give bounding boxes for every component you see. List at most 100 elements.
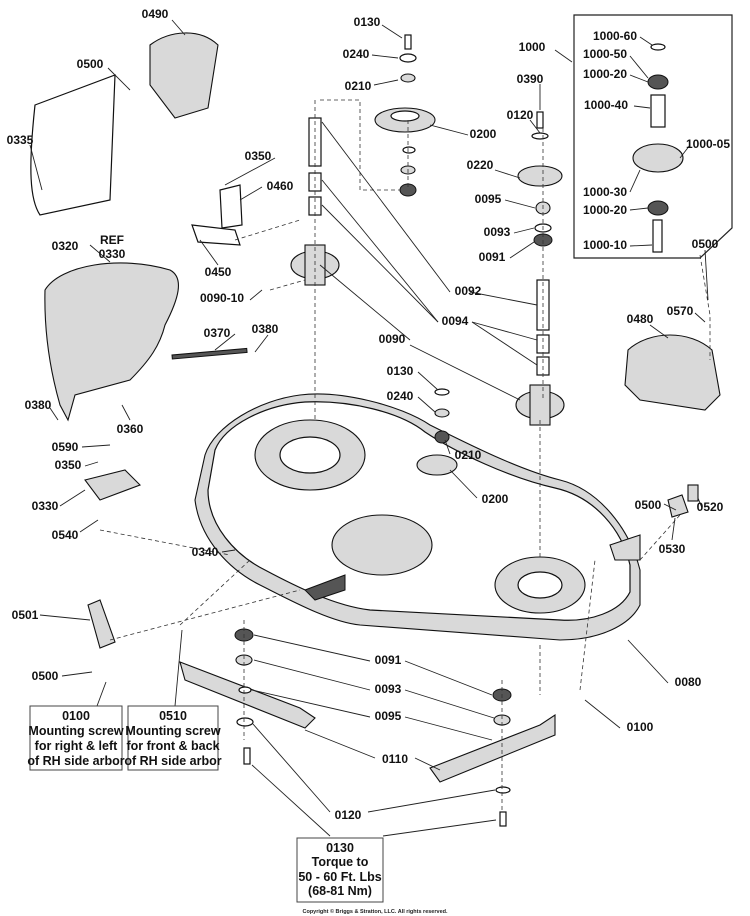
callout-0093: 0093 — [484, 225, 511, 239]
callout-0200: 0200 — [470, 127, 497, 141]
center-spindle-stack — [290, 34, 436, 286]
cover-0480 — [624, 334, 721, 411]
callout-0570: 0570 — [667, 304, 694, 318]
callout-0500: 0500 — [77, 57, 104, 71]
bushing-0520 — [687, 484, 699, 502]
callout-0490: 0490 — [142, 7, 169, 21]
spindle-kit-parts — [632, 43, 684, 253]
callout-0210: 0210 — [345, 79, 372, 93]
callout-0460: 0460 — [267, 179, 294, 193]
spindle-kit-frame — [573, 14, 733, 259]
bracket-0450 — [191, 224, 241, 246]
callout-0091: 0091 — [479, 250, 506, 264]
blade-right-0110 — [429, 713, 556, 783]
callout-0090: 0090 — [379, 332, 406, 346]
svg-text:Mounting screw: Mounting screw — [125, 724, 220, 738]
callout-0240: 0240 — [343, 47, 370, 61]
bracket-0530 — [667, 494, 689, 518]
callout-0080: 0080 — [675, 675, 702, 689]
bolt-0130-left — [243, 747, 251, 765]
leader-lines — [29, 19, 709, 837]
callout-0210: 0210 — [455, 448, 482, 462]
svg-text:Torque to: Torque to — [312, 855, 369, 869]
callout-1000-30: 1000-30 — [583, 185, 627, 199]
callout-1000-50: 1000-50 — [583, 47, 627, 61]
mower-deck-0080 — [194, 393, 641, 641]
callout-0500: 0500 — [692, 237, 719, 251]
note-box-0510: 0510 Mounting screw for front & back of … — [124, 705, 222, 771]
svg-text:of RH side arbor: of RH side arbor — [124, 754, 221, 768]
bracket-0460 — [219, 184, 243, 229]
callout-ref: REF — [100, 233, 124, 247]
callout-0092: 0092 — [455, 284, 482, 298]
note-box-0130: 0130 Torque to 50 - 60 Ft. Lbs (68-81 Nm… — [296, 837, 384, 903]
callout-0335: 0335 — [7, 133, 34, 147]
svg-text:of RH side arbor: of RH side arbor — [27, 754, 124, 768]
copyright-text: Copyright © Briggs & Stratton, LLC. All … — [302, 908, 448, 915]
callout-0520: 0520 — [697, 500, 724, 514]
callout-0540: 0540 — [52, 528, 79, 542]
assembly-lines — [99, 99, 711, 810]
callout-0100: 0100 — [627, 720, 654, 734]
callout-0091: 0091 — [375, 653, 402, 667]
callout-0350: 0350 — [55, 458, 82, 472]
rod-0370 — [171, 347, 248, 360]
bracket-0330 — [84, 469, 141, 501]
callout-0110: 0110 — [382, 752, 408, 766]
callout-0095: 0095 — [475, 192, 502, 206]
callout-labels: 0490 0500 0335 REF 0330 0350 0460 0450 0… — [7, 7, 731, 822]
cover-0490 — [149, 32, 219, 119]
discharge-chute-0320 — [44, 262, 179, 422]
callout-1000-05: 1000-05 — [686, 137, 730, 151]
callout-0090-10: 0090-10 — [200, 291, 244, 305]
callout-0360: 0360 — [117, 422, 144, 436]
callout-0370: 0370 — [204, 326, 231, 340]
callout-0220: 0220 — [467, 158, 494, 172]
callout-0094: 0094 — [442, 314, 469, 328]
note-box-0100: 0100 Mounting screw for right & left of … — [27, 705, 125, 771]
callout-0240: 0240 — [387, 389, 414, 403]
svg-text:Mounting screw: Mounting screw — [28, 724, 123, 738]
svg-text:0100: 0100 — [62, 709, 90, 723]
svg-text:50 - 60 Ft. Lbs: 50 - 60 Ft. Lbs — [298, 870, 381, 884]
callout-0590: 0590 — [52, 440, 79, 454]
blade-left-0110 — [179, 661, 316, 729]
bolt-0130-right — [499, 811, 507, 827]
svg-text:0510: 0510 — [159, 709, 187, 723]
callout-0350: 0350 — [245, 149, 272, 163]
callout-0320: 0320 — [52, 239, 79, 253]
callout-0120: 0120 — [335, 808, 362, 822]
washer-0120-right — [495, 786, 511, 794]
svg-text:0130: 0130 — [326, 841, 354, 855]
callout-1000-40: 1000-40 — [584, 98, 628, 112]
washer-0095-lower — [238, 686, 252, 694]
callout-0390: 0390 — [517, 72, 544, 86]
callout-1000-60: 1000-60 — [593, 29, 637, 43]
callout-1000: 1000 — [519, 40, 546, 54]
callout-0500: 0500 — [635, 498, 662, 512]
svg-text:for right & left: for right & left — [35, 739, 118, 753]
callout-0530: 0530 — [659, 542, 686, 556]
callout-1000-20: 1000-20 — [583, 203, 627, 217]
callout-0380: 0380 — [25, 398, 52, 412]
callout-0501: 0501 — [12, 608, 39, 622]
callout-0330-ref: 0330 — [99, 247, 126, 261]
callout-0330: 0330 — [32, 499, 59, 513]
svg-text:(68-81 Nm): (68-81 Nm) — [308, 884, 372, 898]
washer-0120-left — [236, 717, 254, 727]
callout-1000-20: 1000-20 — [583, 67, 627, 81]
callout-0095: 0095 — [375, 709, 402, 723]
callout-0450: 0450 — [205, 265, 232, 279]
bracket-0501 — [87, 599, 116, 649]
svg-text:for front & back: for front & back — [126, 739, 219, 753]
callout-0480: 0480 — [627, 312, 654, 326]
callout-0340: 0340 — [192, 545, 219, 559]
callout-1000-10: 1000-10 — [583, 238, 627, 252]
callout-0130: 0130 — [354, 15, 381, 29]
chute-deflector-0335 — [30, 74, 116, 216]
callout-0120: 0120 — [507, 108, 534, 122]
callout-0130: 0130 — [387, 364, 414, 378]
callout-0500: 0500 — [32, 669, 59, 683]
